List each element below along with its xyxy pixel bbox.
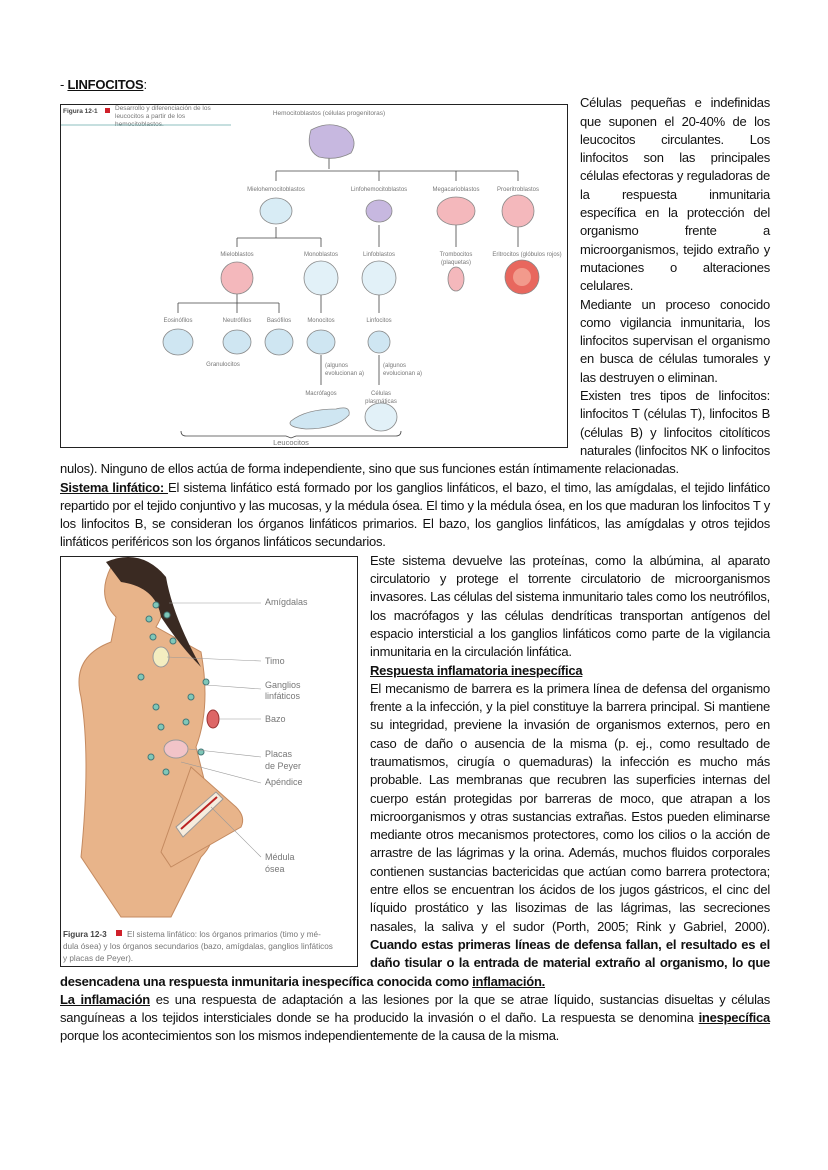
label-amigdalas: Amígdalas: [265, 597, 308, 607]
label-placas: Placas: [265, 749, 293, 759]
svg-text:Monocitos: Monocitos: [307, 318, 334, 324]
macrophage-cell: [289, 407, 350, 430]
lymphatic-heading: Sistema linfático:: [60, 479, 169, 495]
paragraph-types: Existen tres tipos de linfocitos: linfoc…: [60, 388, 770, 477]
svg-text:Eosinófilos: Eosinófilos: [163, 318, 192, 324]
monoblast-cell: [303, 260, 339, 296]
lymphoblast-cell: [361, 260, 397, 296]
svg-text:Macrófagos: Macrófagos: [305, 391, 336, 397]
paragraph-inflammation: La inflamación es una respuesta de adapt…: [60, 991, 770, 1044]
proerythroblast-cell: [501, 194, 535, 228]
svg-text:Granulocitos: Granulocitos: [206, 362, 240, 368]
svg-text:evolucionan a): evolucionan a): [383, 371, 422, 377]
hemocytoblast-cell: [308, 124, 355, 160]
svg-text:Monoblastos: Monoblastos: [304, 252, 338, 258]
paragraph-system-function: Este sistema devuelve las proteínas, com…: [370, 552, 770, 660]
svg-text:evolucionan a): evolucionan a): [325, 371, 364, 377]
caption-marker-icon: [116, 929, 122, 936]
label-root: Hemocitoblastos (células progenitoras): [273, 110, 385, 117]
megakaryoblast-cell: [436, 196, 476, 226]
svg-text:plasmáticas: plasmáticas: [365, 399, 397, 405]
svg-text:y placas de Peyer).: y placas de Peyer).: [63, 954, 133, 963]
fig1-caption-num: Figura 12-1: [63, 108, 98, 115]
svg-text:de Peyer: de Peyer: [265, 761, 301, 771]
label-timo: Timo: [265, 656, 285, 666]
basophil-cell: [264, 328, 294, 356]
svg-text:Figura 12-3: Figura 12-3: [63, 930, 107, 939]
label-bazo: Bazo: [265, 714, 286, 724]
section-heading: - LINFOCITOS:: [60, 77, 147, 92]
paragraph-lymphatic-system: Sistema linfático: El sistema linfático …: [60, 479, 771, 550]
label-medula: Médula: [265, 852, 295, 862]
paragraph-intro: Células pequeñas e indefinidas que supon…: [580, 95, 770, 294]
svg-text:linfáticos: linfáticos: [265, 691, 301, 701]
fig2-caption-num: Figura 12-3: [63, 930, 107, 939]
lymphohemocytoblast-cell: [365, 199, 393, 223]
svg-text:(algunos: (algunos: [325, 363, 348, 369]
platelet-cell: [447, 266, 465, 292]
leukocyte-diagram: Figura 12-1 Desarrollo y diferenciación …: [61, 105, 562, 447]
svg-text:Linfocitos: Linfocitos: [366, 318, 391, 324]
svg-text:Trombocitos: Trombocitos: [440, 252, 473, 258]
subheading-inflammatory-response: Respuesta inflamatoria inespecífica: [370, 662, 583, 678]
lymphatic-body-diagram: Amígdalas Timo Ganglios linfáticos Bazo …: [63, 556, 333, 963]
paragraph-surveillance: Mediante un proceso conocido como vigila…: [580, 296, 770, 385]
label-apendice: Apéndice: [265, 777, 303, 787]
svg-text:(plaquetas): (plaquetas): [441, 260, 471, 266]
monocyte-cell: [306, 329, 336, 355]
caption-marker-icon: [105, 108, 110, 114]
myelohemocytoblast-cell: [259, 197, 293, 225]
paragraph-barrier: El mecanismo de barrera es la primera lí…: [60, 680, 770, 989]
svg-text:Megacarioblastos: Megacarioblastos: [432, 187, 479, 193]
figure-leukocyte-development: Figura 12-1 Desarrollo y diferenciación …: [60, 104, 568, 449]
svg-text:Mielohemocitoblastos: Mielohemocitoblastos: [247, 187, 305, 193]
neutrophil-cell: [222, 329, 252, 355]
fig1-caption: Desarrollo y diferenciación de los leuco…: [115, 105, 211, 128]
body-illustration: [78, 556, 244, 918]
svg-text:Linfoblastos: Linfoblastos: [363, 252, 395, 258]
svg-text:El sistema linfático: los órga: El sistema linfático: los órganos primar…: [127, 930, 321, 939]
svg-text:ósea: ósea: [265, 864, 285, 874]
svg-text:Células: Células: [371, 391, 391, 397]
svg-text:dula ósea) y los órganos secun: dula ósea) y los órganos secundarios (ba…: [63, 942, 333, 951]
svg-text:(algunos: (algunos: [383, 363, 406, 369]
svg-text:Basófilos: Basófilos: [267, 318, 291, 324]
plasma-cell: [364, 402, 398, 432]
heading-title: LINFOCITOS: [67, 77, 144, 92]
label-leucocitos: Leucocitos: [273, 438, 309, 447]
label-ganglios: Ganglios: [265, 680, 301, 690]
svg-text:Proeritroblastos: Proeritroblastos: [497, 187, 539, 193]
svg-text:Figura 12-1: Figura 12-1: [63, 108, 98, 115]
svg-text:Eritrocitos (glóbulos rojos): Eritrocitos (glóbulos rojos): [492, 252, 561, 258]
svg-text:Neutrófilos: Neutrófilos: [223, 318, 252, 324]
myeloblast-cell: [220, 261, 254, 295]
lymphocyte-cell: [367, 330, 391, 354]
svg-text:Mieloblastos: Mieloblastos: [220, 252, 253, 258]
document-page: - LINFOCITOS: Figura 12-1 Desarrollo y d…: [60, 76, 770, 1046]
figure-lymphatic-system: Amígdalas Timo Ganglios linfáticos Bazo …: [60, 555, 358, 967]
eosinophil-cell: [162, 328, 194, 356]
svg-text:Linfohemocitoblastos: Linfohemocitoblastos: [351, 187, 407, 193]
